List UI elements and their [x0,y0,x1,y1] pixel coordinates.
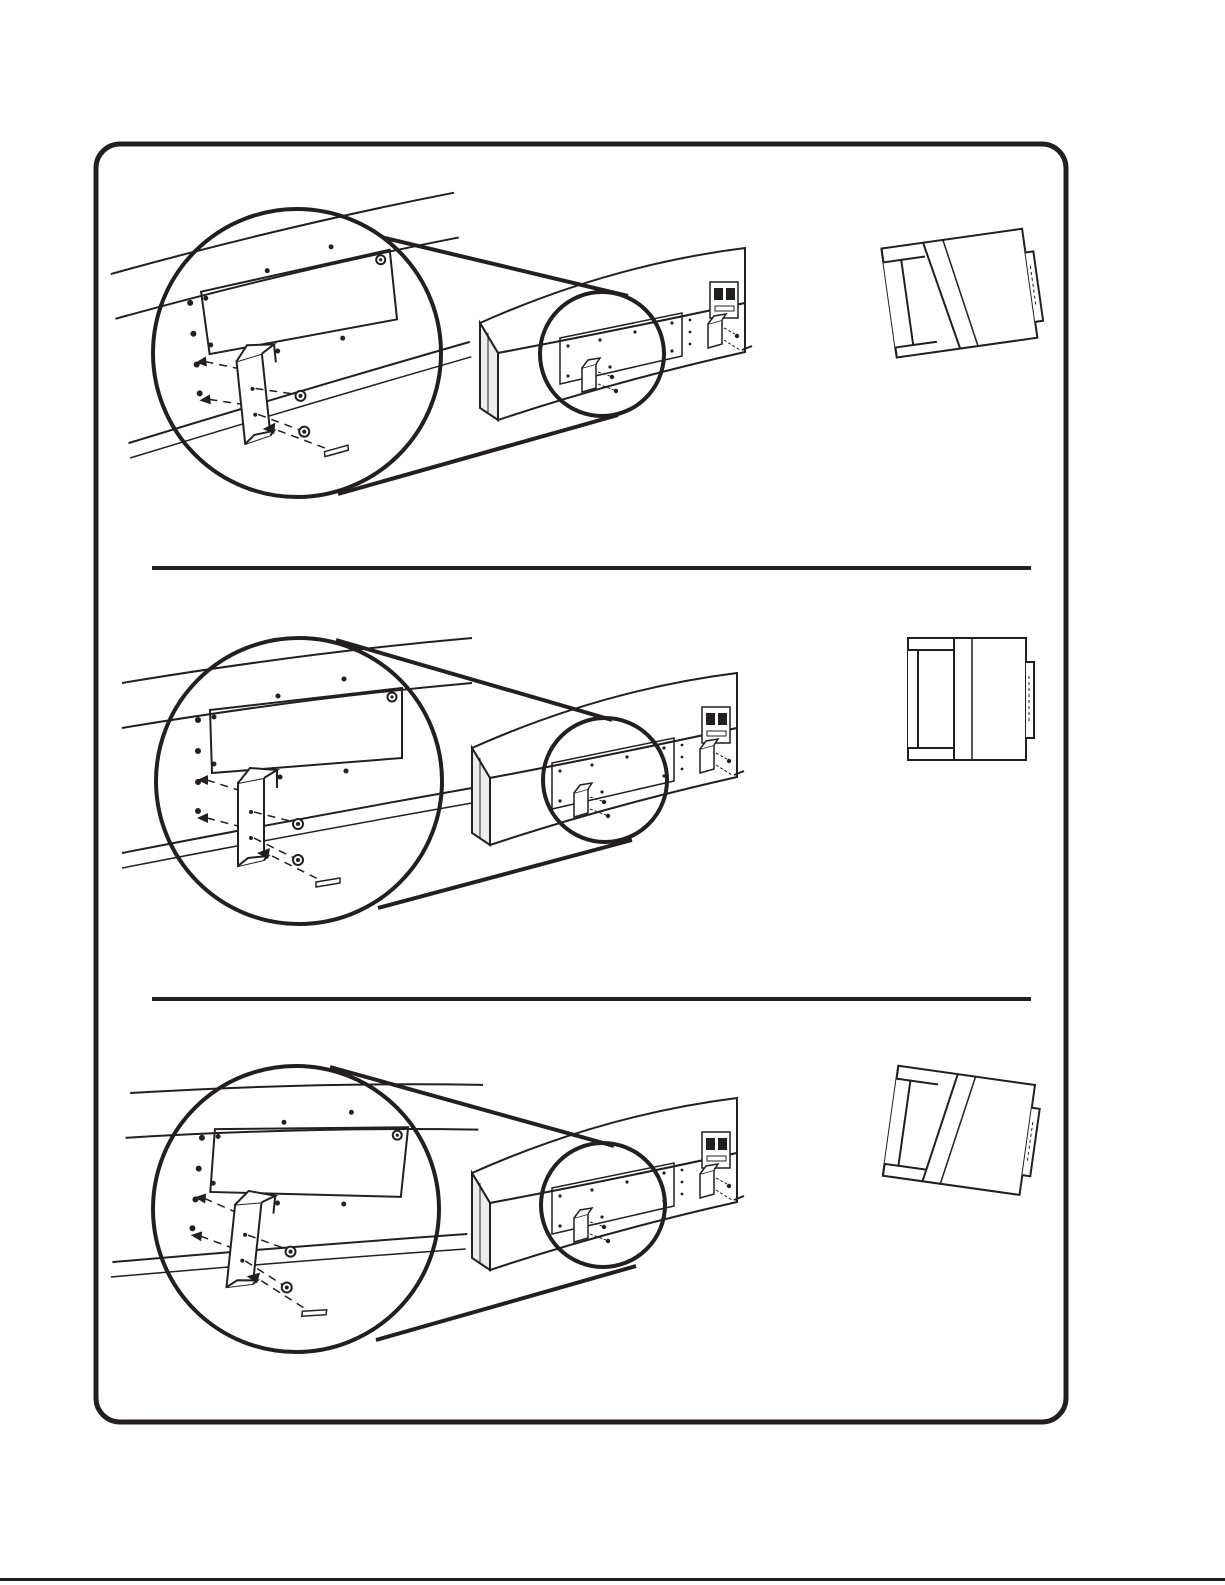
side-view-icon [908,638,1034,760]
center-channel-speaker-icon [480,248,752,420]
page-bottom-rule [0,1578,1225,1581]
panel-1 [106,193,1045,497]
side-view-icon [881,228,1045,358]
magnified-detail-icon [106,193,480,497]
side-view-icon [883,1066,1043,1196]
magnified-detail-icon [122,638,472,924]
panel-2 [122,638,1034,924]
center-channel-speaker-icon [472,673,744,845]
center-channel-speaker-icon [472,1098,744,1270]
panel-3 [109,1048,1043,1352]
